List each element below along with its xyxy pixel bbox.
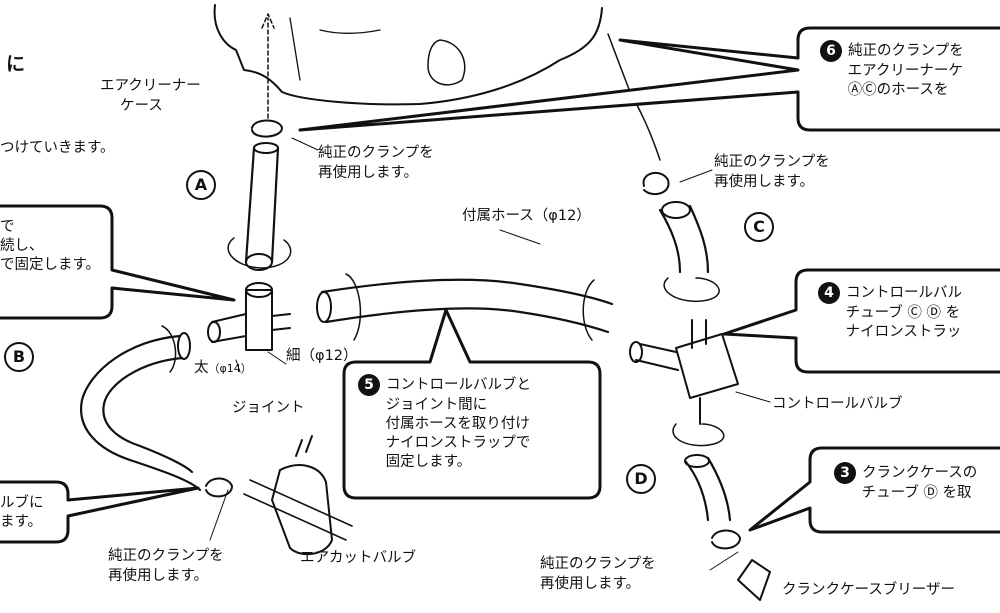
label-joint: ジョイント	[232, 400, 305, 416]
accessory-hose	[320, 278, 614, 334]
callout-left-bottom-text: ルブに ます。	[0, 495, 44, 530]
label-reuse-clamp-d-1: 純正のクランプを	[540, 556, 656, 572]
label-air-cleaner-case-1: エアクリーナー	[100, 78, 201, 94]
callout-4-bubble	[722, 268, 1000, 374]
heading-fragment: に	[6, 53, 26, 75]
callout-left-top-text: で 続し、 で固定します。	[0, 219, 101, 273]
label-reuse-clamp-c-1: 純正のクランプを	[714, 154, 830, 170]
part-letter-b: B	[4, 342, 34, 372]
label-air-cleaner-case-2: ケース	[120, 98, 163, 114]
step-3-badge: 3	[834, 462, 856, 484]
step-6-badge: 6	[820, 40, 842, 62]
label-thick: 太（φ14）	[194, 360, 252, 376]
step-5-badge: 5	[358, 374, 380, 396]
callout-5-bubble	[342, 308, 602, 500]
part-letter-a: A	[186, 170, 216, 200]
part-letter-c: C	[744, 212, 774, 242]
air-cut-valve-body	[271, 464, 333, 556]
part-letter-d: D	[626, 464, 656, 494]
callout-left-top-bubble	[0, 204, 236, 320]
label-reuse-clamp-a-2: 再使用します。	[318, 165, 419, 181]
label-control-valve: コントロールバルブ	[772, 396, 903, 412]
joint	[245, 289, 273, 351]
hose-c	[658, 204, 710, 274]
hose-b	[79, 334, 202, 492]
hose-a	[244, 146, 280, 264]
step-4-badge: 4	[818, 282, 840, 304]
air-cleaner-case	[213, 4, 603, 106]
intro-text-fragment: つけていきます。	[0, 140, 115, 156]
callout-left-bottom-bubble	[0, 480, 200, 544]
label-accessory-hose: 付属ホース（φ12）	[462, 208, 591, 224]
label-thin: 細（φ12）	[286, 348, 358, 364]
label-reuse-clamp-b-1: 純正のクランプを	[108, 548, 224, 564]
label-air-cut-valve: エアカットバルブ	[300, 550, 416, 566]
label-reuse-clamp-b-2: 再使用します。	[108, 568, 209, 584]
label-reuse-clamp-c-2: 再使用します。	[714, 174, 815, 190]
clamp-a	[251, 119, 283, 138]
label-crankcase-breather: クランクケースブリーザー	[782, 582, 955, 598]
label-reuse-clamp-a-1: 純正のクランプを	[318, 145, 434, 161]
callout-3-bubble	[748, 446, 1000, 534]
label-reuse-clamp-d-2: 再使用します。	[540, 576, 641, 592]
